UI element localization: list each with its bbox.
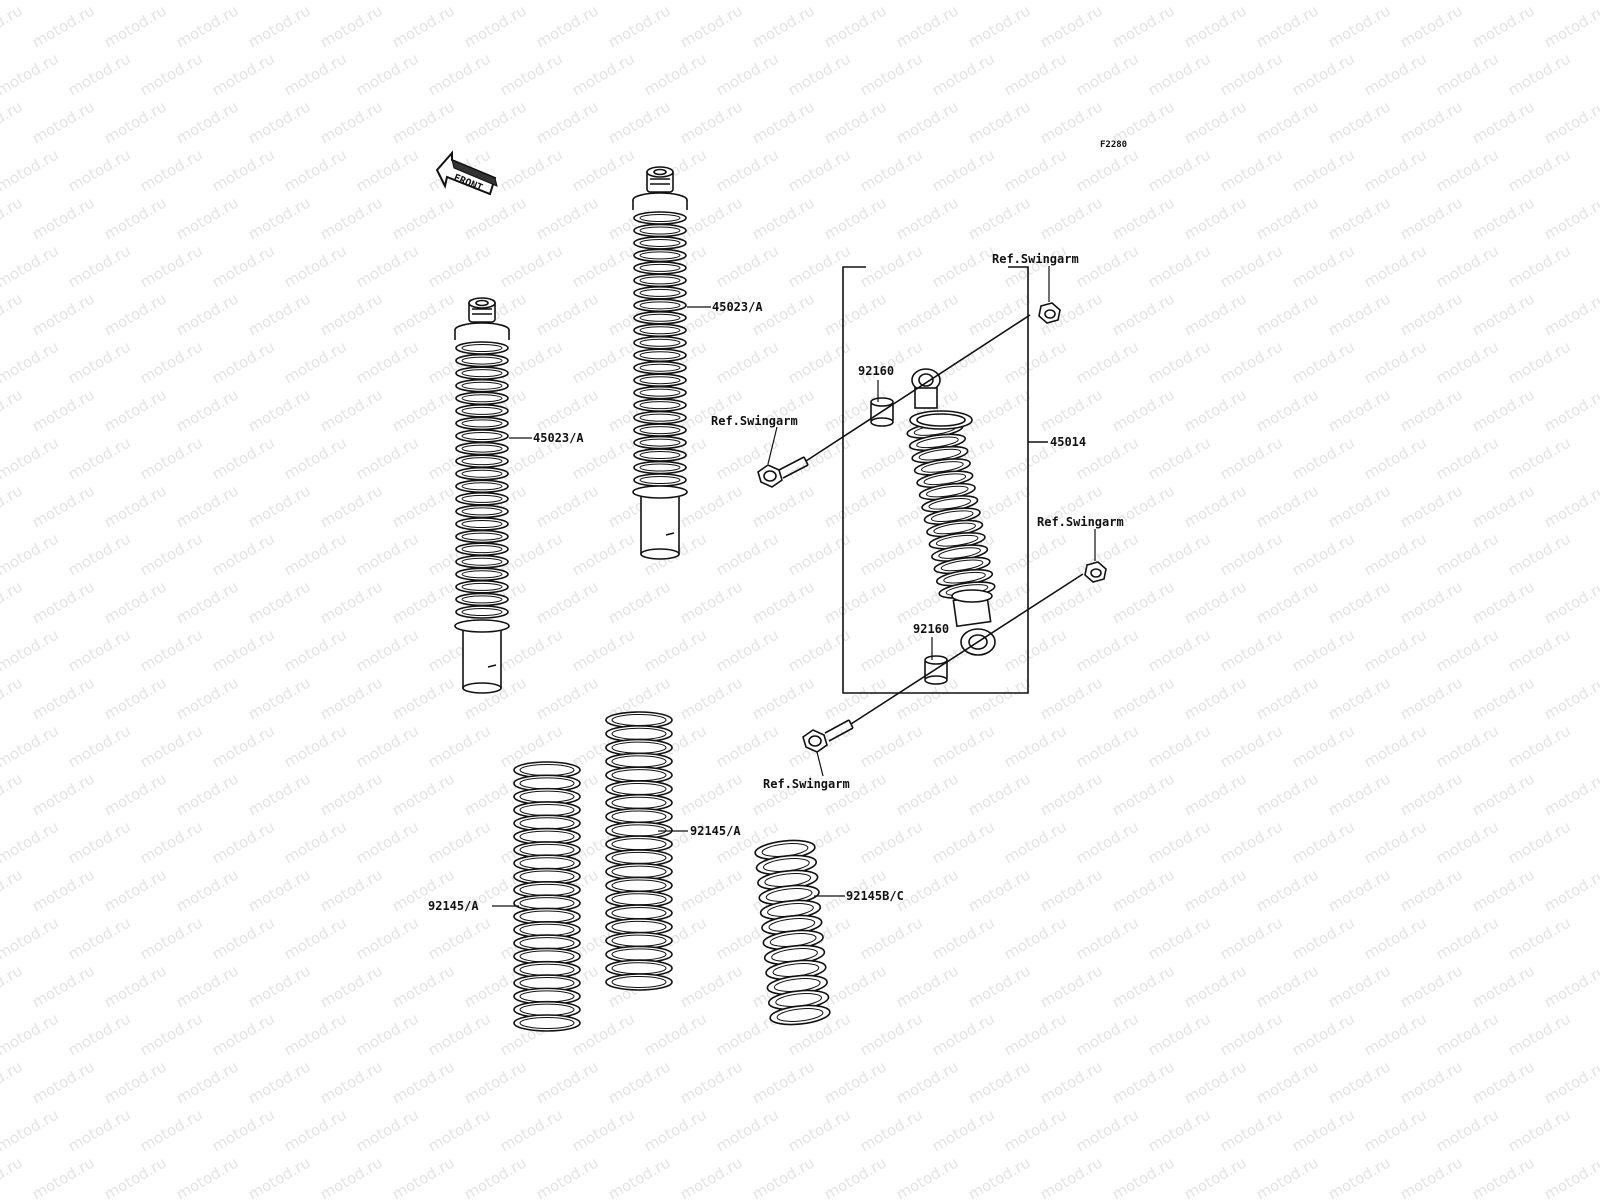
rear-shock-assembly: [906, 368, 996, 656]
callout-92160-top: 92160: [858, 364, 895, 378]
callout-92145-a-left: 92145/A: [428, 899, 479, 913]
spring-left: [513, 761, 581, 1032]
ref-swingarm-top-right: Ref.Swingarm: [992, 252, 1079, 266]
bolt-bottom: [802, 573, 1084, 753]
ref-swingarm-top-left: Ref.Swingarm: [711, 414, 798, 428]
assembly-bracket: [842, 266, 1048, 694]
rear-shock-absorber-left: [454, 297, 510, 694]
figure-code: F2280: [1100, 140, 1128, 150]
spring-middle: [605, 711, 673, 991]
nut-right: [1084, 561, 1107, 583]
callout-45023-a-left: 45023/A: [533, 431, 584, 445]
callout-92160-bottom: 92160: [913, 622, 950, 636]
bolt-top: [757, 314, 1031, 488]
spring-right: [754, 839, 831, 1026]
callout-45023-a-right: 45023/A: [712, 300, 763, 314]
rear-shock-absorber-right: [632, 166, 688, 560]
ref-swingarm-bottom: Ref.Swingarm: [763, 777, 850, 791]
callout-92145-a-middle: 92145/A: [690, 824, 741, 838]
callout-92145b-c: 92145B/C: [846, 889, 904, 903]
front-arrow-icon: FRONT: [435, 150, 498, 196]
collar-bottom: [924, 655, 948, 685]
leader-lines: [492, 266, 1096, 907]
ref-swingarm-right: Ref.Swingarm: [1037, 515, 1124, 529]
callout-45014: 45014: [1050, 435, 1087, 449]
nut-top-right: [1038, 302, 1061, 324]
